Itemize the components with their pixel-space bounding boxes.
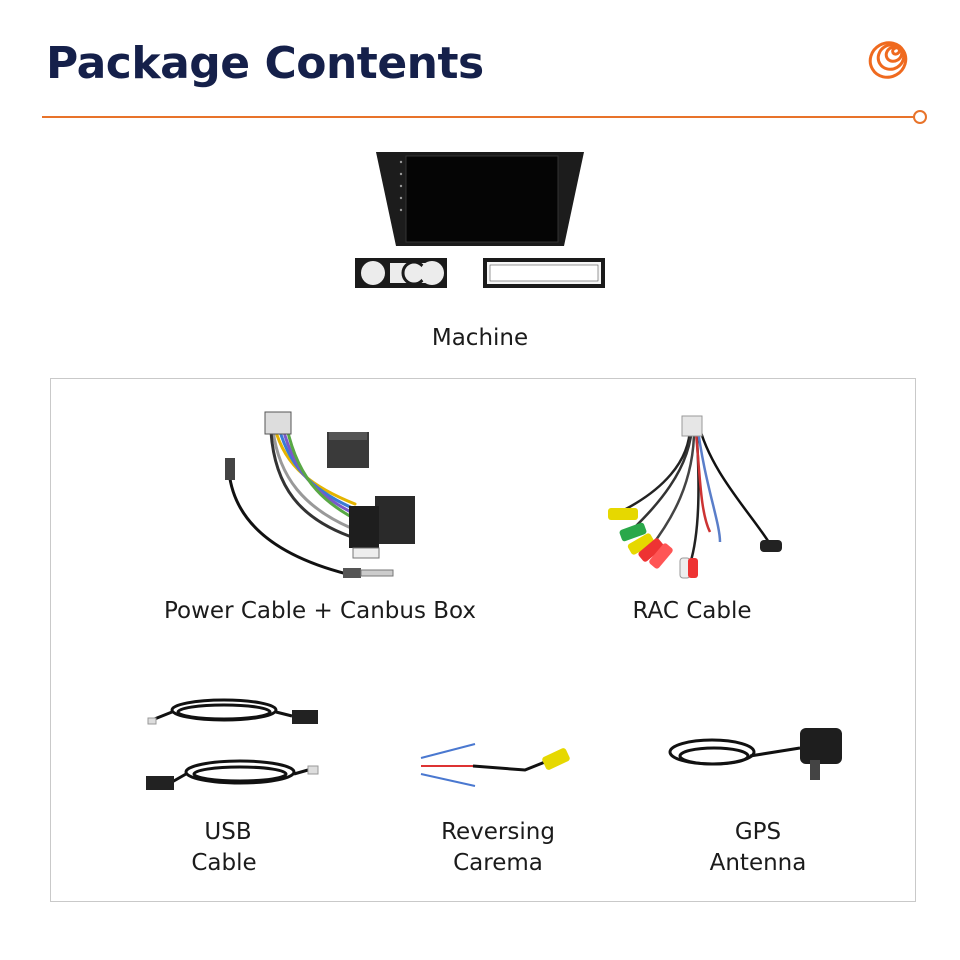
title-divider (42, 116, 914, 118)
gps-antenna-label-line2: Antenna (709, 850, 807, 876)
divider-end-dot (913, 110, 927, 124)
car-head-unit-with-trim-panels-icon (355, 152, 605, 288)
machine-label: Machine (431, 325, 529, 351)
power-cable-label: Power Cable + Canbus Box (164, 598, 476, 624)
usb-cable-icon (146, 698, 319, 790)
reversing-camera-label-line1: Reversing (441, 819, 555, 845)
gps-antenna-icon (668, 728, 842, 780)
usb-cable-label-line1: USB (204, 819, 252, 845)
orange-spiral-logo-icon (868, 41, 908, 79)
rca-cable-bundle-icon (608, 415, 782, 579)
page-title: Package Contents (46, 38, 484, 89)
usb-cable-label-line2: Cable (191, 850, 257, 876)
reversing-camera-label-line2: Carema (453, 850, 543, 876)
accessories-panel (50, 378, 916, 902)
rac-cable-label: RAC Cable (632, 598, 752, 624)
wiring-harness-canbus-icon (225, 411, 415, 578)
gps-antenna-label-line1: GPS (734, 819, 782, 845)
camera-cable-icon (420, 743, 570, 787)
